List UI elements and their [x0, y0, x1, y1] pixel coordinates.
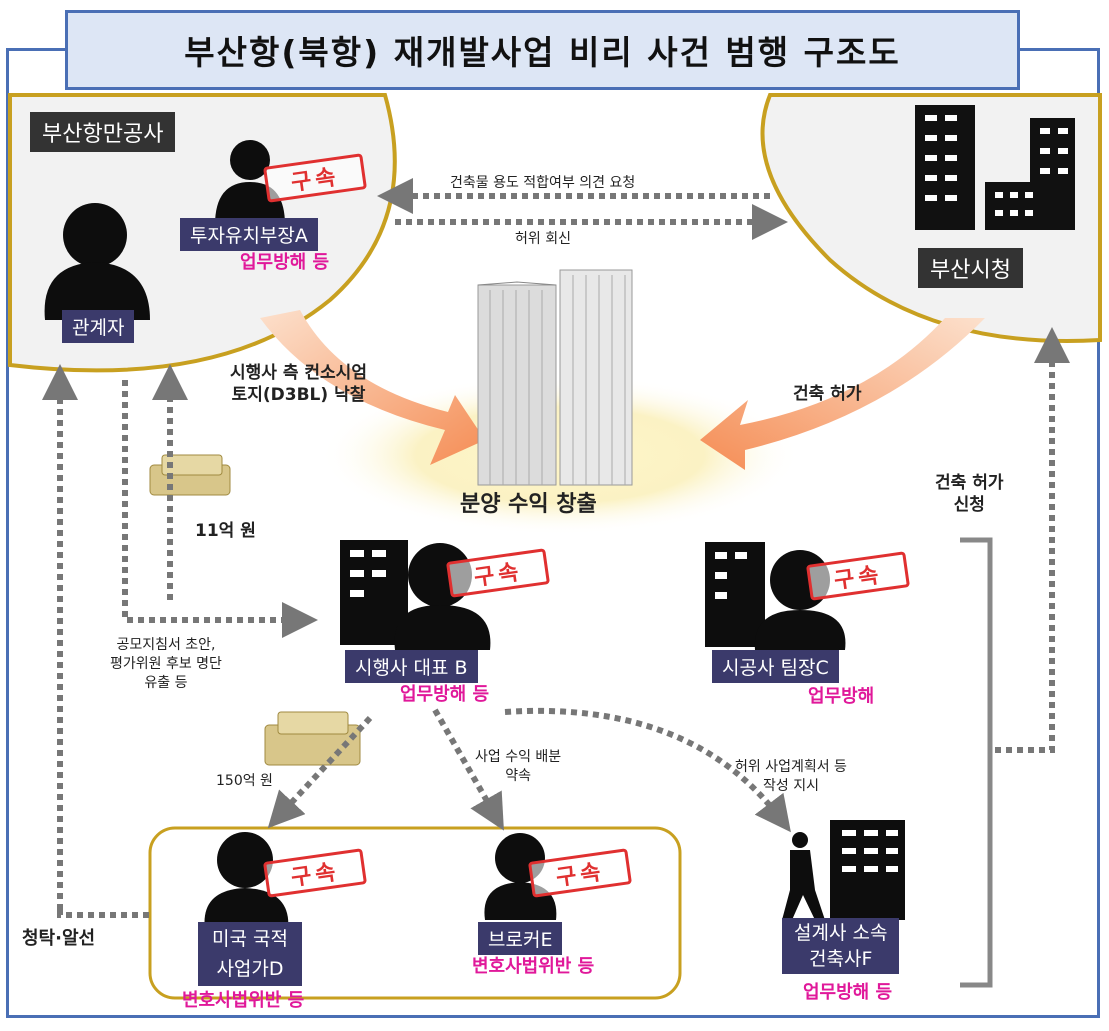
- false-reply-text: 허위 회신: [515, 231, 571, 247]
- false-plan-text: 허위 사업계획서 등 작성 지시: [735, 758, 847, 796]
- land-bid-line2: 토지(D3BL) 낙찰: [231, 385, 366, 405]
- building-permit-text: 건축 허가: [793, 384, 862, 404]
- permit-apply-text: 건축 허가 신청: [935, 472, 1003, 516]
- permit-arrow: [700, 318, 985, 470]
- city-hall-label: 부산시청: [918, 248, 1023, 288]
- person-f-label-line2: 건축사F: [809, 948, 873, 970]
- broker-group-box: [148, 826, 682, 1000]
- person-f-label-line1: 설계사 소속: [794, 922, 888, 944]
- money-150-icon: [264, 711, 361, 766]
- opinion-request-text: 건축물 용도 적합여부 의견 요청: [450, 175, 636, 191]
- related-person-label: 관계자: [62, 310, 135, 343]
- land-bid-text: 시행사 측 컨소시엄 토지(D3BL) 낙찰: [230, 362, 367, 406]
- person-e-label: 브로커E: [478, 922, 563, 955]
- person-f-crime: 업무방해 등: [803, 982, 893, 1003]
- false-plan-line2: 작성 지시: [762, 778, 819, 794]
- person-d-label-line2: 사업가D: [216, 958, 284, 980]
- profit-share-arrow: [432, 708, 504, 831]
- person-a-crime: 업무방해 등: [240, 252, 330, 273]
- page-title: 부산항(북항) 재개발사업 비리 사건 범행 구조도: [65, 10, 1020, 90]
- solicitation-text: 청탁·알선: [22, 928, 96, 949]
- bracket: [960, 537, 993, 988]
- false-plan-line1: 허위 사업계획서 등: [735, 759, 847, 775]
- person-d-silhouette: [204, 832, 289, 930]
- leak-line3: 유출 등: [144, 675, 188, 691]
- money-150-text: 150억 원: [216, 773, 273, 789]
- profit-text: 분양 수익 창출: [460, 492, 597, 517]
- person-a-label: 투자유치부장A: [180, 218, 318, 251]
- related-person-silhouette: [44, 203, 151, 320]
- permit-apply-line1: 건축 허가: [935, 473, 1004, 493]
- person-f-label: 설계사 소속 건축사F: [782, 918, 900, 974]
- leak-text: 공모지침서 초안, 평가위원 후보 명단 유출 등: [110, 636, 222, 693]
- leak-line1: 공모지침서 초안,: [116, 637, 216, 653]
- profit-share-line2: 약속: [505, 768, 531, 784]
- permit-apply-line2: 신청: [953, 495, 985, 515]
- tower-building-icon: [477, 269, 633, 486]
- person-d-label-line1: 미국 국적: [212, 928, 288, 950]
- city-hall-building-icon: [915, 105, 1075, 230]
- person-b-label: 시행사 대표 B: [345, 650, 478, 683]
- person-c-crime: 업무방해: [808, 686, 875, 707]
- person-c-label: 시공사 팀장C: [712, 650, 839, 683]
- false-plan-arrow: [504, 707, 791, 833]
- money-11-text: 11억 원: [195, 521, 256, 541]
- person-d-label: 미국 국적 사업가D: [198, 922, 302, 986]
- person-e-crime: 변호사법위반 등: [472, 956, 595, 977]
- permit-apply-arrow: [995, 327, 1070, 753]
- profit-share-text: 사업 수익 배분 약속: [475, 748, 561, 786]
- leak-line2: 평가위원 후보 명단: [110, 656, 222, 672]
- port-authority-label: 부산항만공사: [30, 112, 176, 152]
- money-150-arrow: [267, 715, 373, 829]
- money-11-icon: [149, 454, 231, 496]
- solicitation-line: [57, 910, 150, 918]
- person-d-crime: 변호사법위반 등: [182, 990, 305, 1011]
- land-bid-line1: 시행사 측 컨소시엄: [230, 363, 367, 383]
- leak-arrow: [122, 380, 318, 638]
- bid-arrow: [260, 310, 485, 465]
- profit-share-line1: 사업 수익 배분: [475, 749, 562, 765]
- person-b-crime: 업무방해 등: [400, 684, 490, 705]
